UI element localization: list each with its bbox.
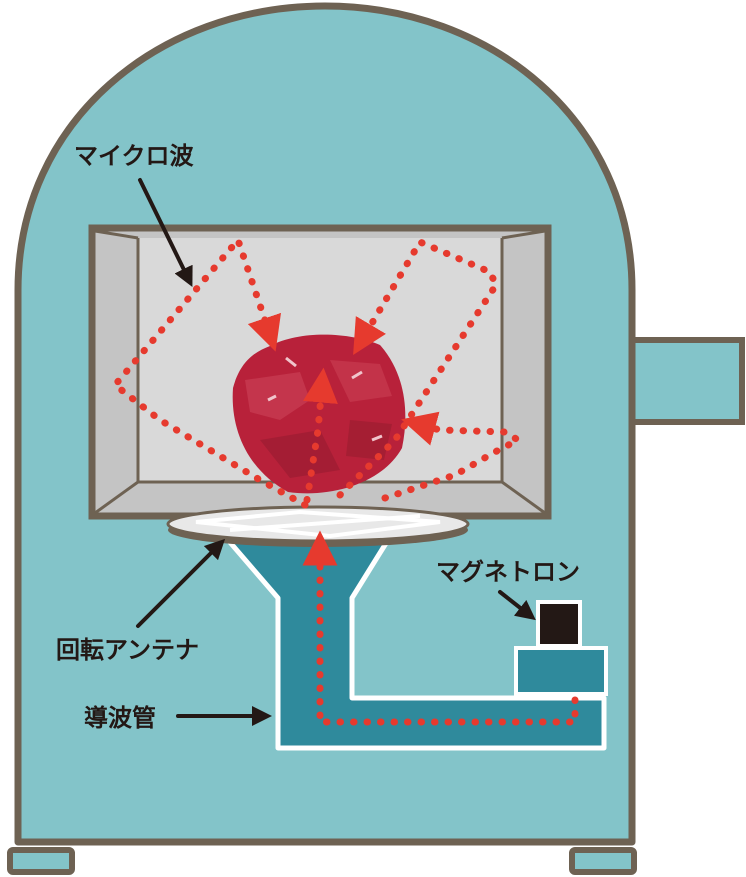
wave-path-loop — [336, 237, 500, 499]
label-magnetron: マグネトロン — [436, 558, 580, 586]
food-item — [232, 334, 406, 494]
magnetron-cap — [536, 600, 582, 648]
microwave-pointer-arrow — [138, 178, 193, 287]
wave-path-left — [109, 233, 309, 509]
label-microwave: マイクロ波 — [74, 142, 195, 170]
magnetron — [514, 600, 608, 696]
turntable-antenna — [166, 505, 470, 547]
magnetron-pointer-arrow — [498, 590, 536, 621]
right-foot — [569, 847, 637, 875]
left-foot — [7, 847, 75, 875]
label-turntable: 回転アンテナ — [56, 636, 199, 664]
side-handle — [627, 337, 745, 425]
pointer-arrows — [136, 178, 536, 726]
microwave-paths — [109, 233, 579, 726]
turntable-pointer-arrow — [136, 538, 226, 628]
wave-path-top-right — [381, 411, 526, 502]
label-waveguide: 導波管 — [84, 704, 156, 732]
wave-path-up — [303, 367, 338, 504]
wave-path-guide — [302, 530, 579, 726]
